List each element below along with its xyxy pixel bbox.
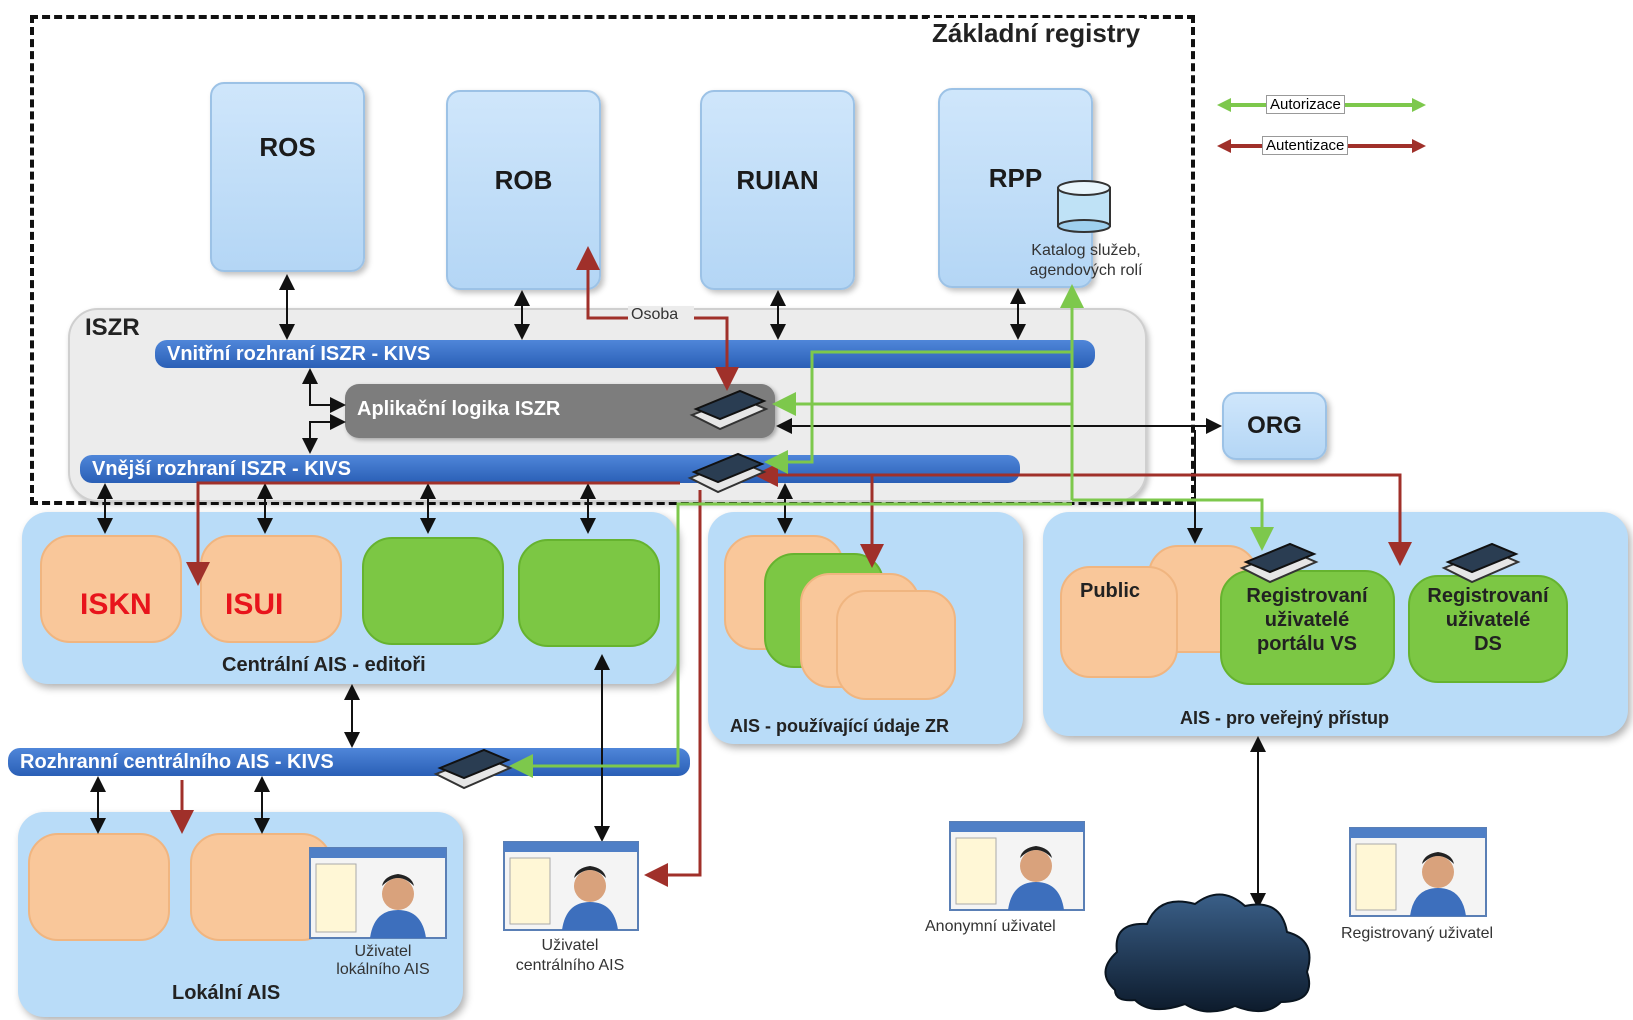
- anonymous-user-label: Anonymní uživatel: [925, 918, 1056, 935]
- basic-registers-boundary: [30, 15, 1195, 505]
- gateway-icon: [1441, 542, 1521, 584]
- rpp-catalog-label: Katalog služeb, agendových rolí: [1029, 242, 1143, 279]
- central-ais-user-label: Uživatel centrálního AIS: [515, 937, 625, 974]
- gateway-icon: [687, 452, 767, 494]
- registered-user-label: Registrovaný uživatel: [1340, 925, 1494, 942]
- central-user-icon: [503, 841, 639, 931]
- osoba-label: Osoba: [631, 306, 679, 323]
- anonymous-user-icon: [949, 821, 1085, 911]
- legend-authentication: Autentizace: [1262, 136, 1349, 155]
- ais-using-stack-4: [836, 590, 956, 700]
- ais-using-label: AIS - používající údaje ZR: [730, 716, 950, 736]
- registered-user-icon: [1349, 827, 1487, 917]
- local-user-icon: [309, 847, 447, 939]
- central-ais-system-iskn[interactable]: [40, 535, 182, 643]
- local-ais-system-1[interactable]: [28, 833, 170, 941]
- ds-registered-users[interactable]: [1408, 575, 1568, 683]
- central-ais-system-4[interactable]: [518, 539, 660, 647]
- central-ais-label: Centrální AIS - editoři: [222, 654, 426, 676]
- public-label: Public: [1080, 580, 1141, 602]
- central-ais-bus: Rozhranní centrálního AIS - KIVS: [8, 748, 690, 776]
- local-ais-label: Lokální AIS: [172, 982, 281, 1004]
- legend-authorization: Autorizace: [1266, 95, 1345, 114]
- org-box[interactable]: ORG: [1222, 392, 1327, 460]
- app-logic-box[interactable]: Aplikační logika ISZR: [345, 384, 775, 438]
- gateway-icon: [1239, 542, 1319, 584]
- iskn-label: ISKN: [80, 588, 152, 621]
- register-ros[interactable]: ROS: [210, 82, 365, 272]
- central-ais-system-3[interactable]: [362, 537, 504, 645]
- central-ais-system-isui[interactable]: [200, 535, 342, 643]
- gateway-icon: [433, 748, 513, 790]
- ds-registered-users-label: Registrovaní uživatelé DS: [1427, 585, 1549, 655]
- isui-label: ISUI: [225, 588, 284, 621]
- public-system[interactable]: [1060, 566, 1178, 678]
- local-ais-user-label: Uživatel lokálního AIS: [336, 943, 430, 978]
- database-icon: [1057, 180, 1111, 233]
- internet-cloud-icon: [1104, 893, 1311, 1013]
- register-rob[interactable]: ROB: [446, 90, 601, 290]
- basic-registers-title: Základní registry: [928, 18, 1145, 49]
- portal-registered-users-label: Registrovaní uživatelé portálu VS: [1246, 585, 1368, 655]
- local-ais-system-2[interactable]: [190, 833, 332, 941]
- portal-registered-users[interactable]: [1220, 570, 1395, 685]
- gateway-icon: [689, 389, 769, 431]
- ais-public-label: AIS - pro veřejný přístup: [1180, 708, 1390, 728]
- iszr-label: ISZR: [85, 314, 140, 341]
